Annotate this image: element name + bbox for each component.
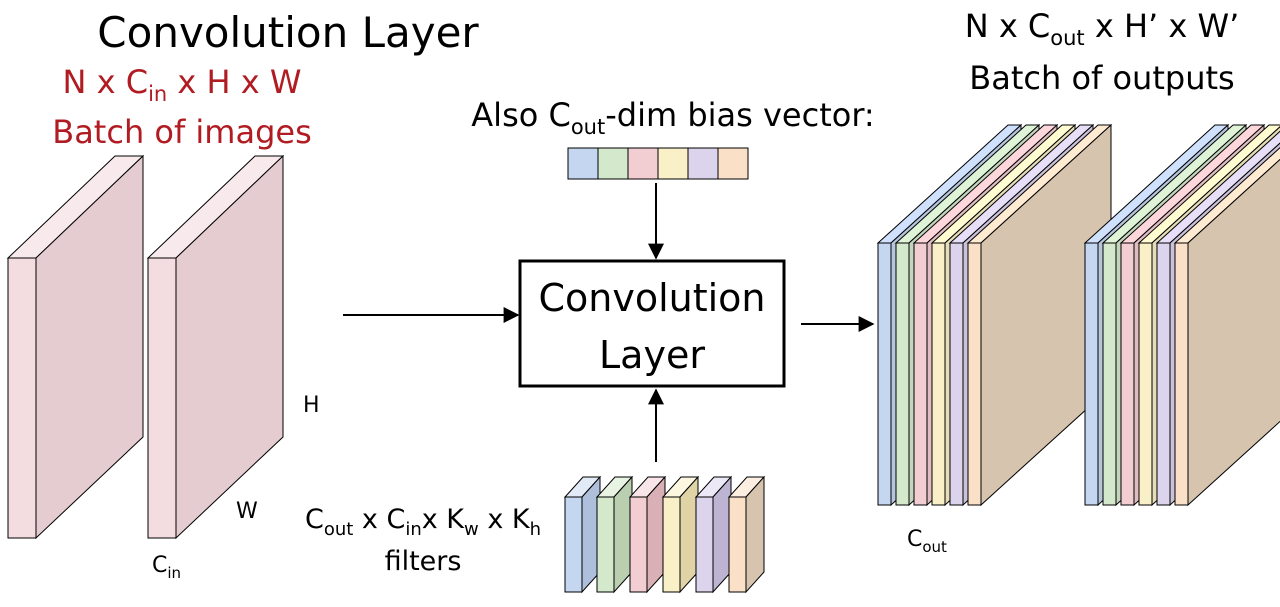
filters-k1sub: w xyxy=(464,519,479,540)
output-map-1-1-front xyxy=(877,242,892,506)
bias-cell-3 xyxy=(627,147,659,180)
bias-cell-5 xyxy=(687,147,719,180)
bias-vector xyxy=(567,147,749,180)
filter-5 xyxy=(694,475,733,594)
diagram-title: Convolution Layer xyxy=(97,8,479,57)
filters-c1: C xyxy=(305,504,324,535)
input-dims-n: N x C xyxy=(63,63,149,101)
filters-c2sub: in xyxy=(405,519,421,540)
cin-sub: in xyxy=(167,564,181,582)
filters-x1: x C xyxy=(353,504,405,535)
cout-base: C xyxy=(907,527,922,552)
input-image-1-side xyxy=(35,154,144,540)
input-image-2 xyxy=(146,154,285,540)
input-image-2-side xyxy=(175,154,284,540)
bias-cell-1 xyxy=(567,147,599,180)
output-map-2-1-front xyxy=(1084,242,1099,506)
bias-label-pre: Also C xyxy=(471,96,571,134)
output-stack-1 xyxy=(876,123,1113,507)
input-dims-rest: x H x W xyxy=(167,63,301,101)
input-image-2-front xyxy=(147,257,177,539)
filters-dims-label: Cout x Cinx Kw x Kh xyxy=(305,504,541,540)
width-label: W xyxy=(236,499,258,524)
input-caption: Batch of images xyxy=(52,113,312,151)
bias-label: Also Cout-dim bias vector: xyxy=(471,96,874,139)
input-dims-label: N x Cin x H x W xyxy=(63,63,302,106)
output-map-1-5-front xyxy=(949,242,964,506)
filter-6 xyxy=(727,475,766,594)
output-map-1-4-front xyxy=(931,242,946,506)
output-caption: Batch of outputs xyxy=(969,59,1234,97)
output-feature-maps xyxy=(876,123,1280,507)
output-map-2-2-front xyxy=(1102,242,1117,506)
output-map-1-3-front xyxy=(913,242,928,506)
output-map-2-3-front xyxy=(1120,242,1135,506)
output-dims-sub: out xyxy=(1050,26,1084,50)
cout-sub: out xyxy=(922,538,947,556)
output-map-1-6-front xyxy=(967,242,982,506)
bias-cell-2 xyxy=(597,147,629,180)
output-dims-label: N x Cout x H’ x W’ xyxy=(965,7,1240,50)
convolution-layer-box xyxy=(518,259,786,388)
channel-out-label: Cout xyxy=(907,527,947,556)
filters-caption: filters xyxy=(385,546,462,577)
filter-stack xyxy=(563,475,766,594)
height-label: H xyxy=(303,393,320,418)
input-image-1-front xyxy=(7,257,37,539)
filters-c1sub: out xyxy=(324,519,353,540)
cin-base: C xyxy=(152,553,167,578)
filter-1 xyxy=(563,475,602,594)
layer-box-line2: Layer xyxy=(599,333,705,377)
filter-3 xyxy=(628,475,667,594)
bias-label-sub: out xyxy=(571,115,605,139)
output-dims-post: x H’ x W’ xyxy=(1085,7,1240,45)
output-map-2-4-front xyxy=(1138,242,1153,506)
output-map-2-5-front xyxy=(1156,242,1171,506)
layer-box-line1: Convolution xyxy=(538,276,765,320)
filters-x2: x K xyxy=(422,504,466,535)
filter-2 xyxy=(595,475,634,594)
output-map-1-2-front xyxy=(895,242,910,506)
bias-cell-6 xyxy=(717,147,749,180)
output-map-2-6-front xyxy=(1174,242,1189,506)
filter-4 xyxy=(661,475,700,594)
input-dims-sub: in xyxy=(148,82,167,106)
channel-in-label: Cin xyxy=(152,553,181,582)
output-stack-2 xyxy=(1083,123,1280,507)
filters-k2sub: h xyxy=(530,519,541,540)
filters-x3: x K xyxy=(479,504,531,535)
input-image-1 xyxy=(6,154,145,540)
bias-cell-4 xyxy=(657,147,689,180)
output-dims-pre: N x C xyxy=(965,7,1051,45)
bias-label-post: -dim bias vector: xyxy=(605,96,874,134)
